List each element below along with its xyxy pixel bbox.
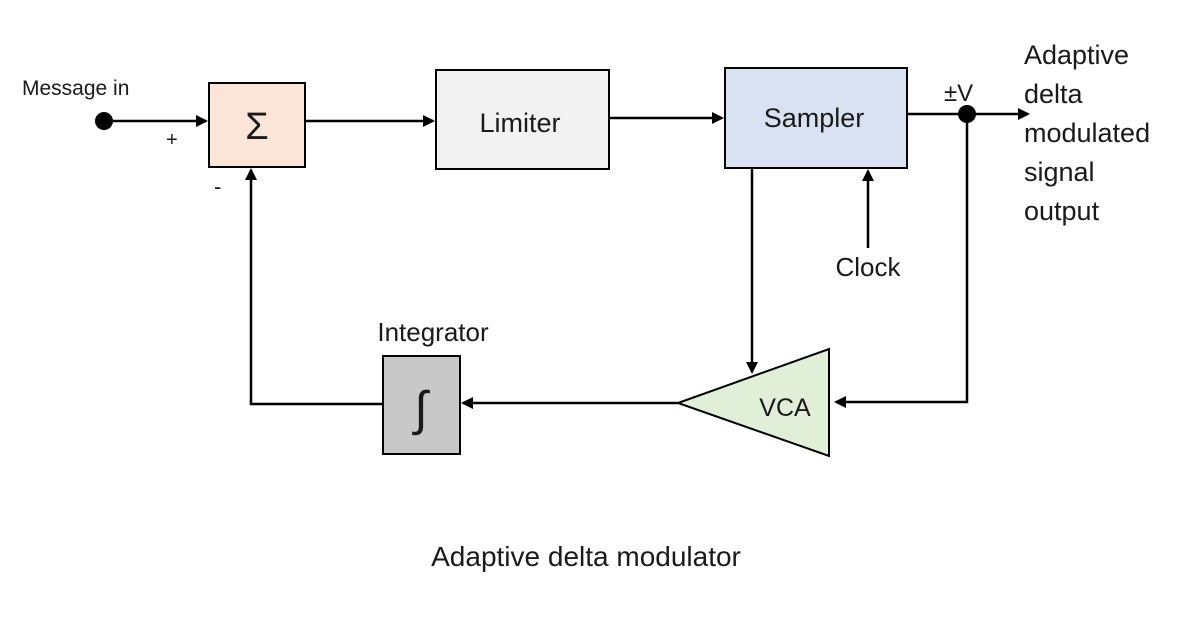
integrator-block <box>382 355 461 455</box>
summer-block <box>208 82 306 168</box>
vca-label: VCA <box>759 394 811 422</box>
diagram-caption: Adaptive delta modulator <box>431 541 741 572</box>
minus-sign: - <box>214 174 221 199</box>
message-in-label: Message in <box>22 77 129 100</box>
plus-sign: + <box>166 129 178 151</box>
output-label-line: Adaptive <box>1024 40 1129 70</box>
integrator-label: Integrator <box>377 317 489 347</box>
output-label-line: delta <box>1024 79 1084 109</box>
sampler-label: Sampler <box>764 103 865 133</box>
sampler-block <box>724 67 908 169</box>
output-label-line: modulated <box>1024 118 1150 148</box>
limiter-block <box>435 69 610 170</box>
output-label-line: signal <box>1024 157 1095 187</box>
limiter-label: Limiter <box>479 108 560 138</box>
sum-symbol: Σ <box>245 106 269 148</box>
output-label-line: output <box>1024 196 1100 226</box>
clock-label: Clock <box>835 252 901 282</box>
integral-symbol: ∫ <box>411 383 430 436</box>
vca-block <box>675 347 830 458</box>
output-label: Adaptive delta modulated signal output <box>1024 40 1150 226</box>
feedback-to-vca-arrow <box>834 114 969 408</box>
integrator-to-summer-arrow <box>245 168 383 406</box>
pm-v-label: ±V <box>944 80 973 107</box>
